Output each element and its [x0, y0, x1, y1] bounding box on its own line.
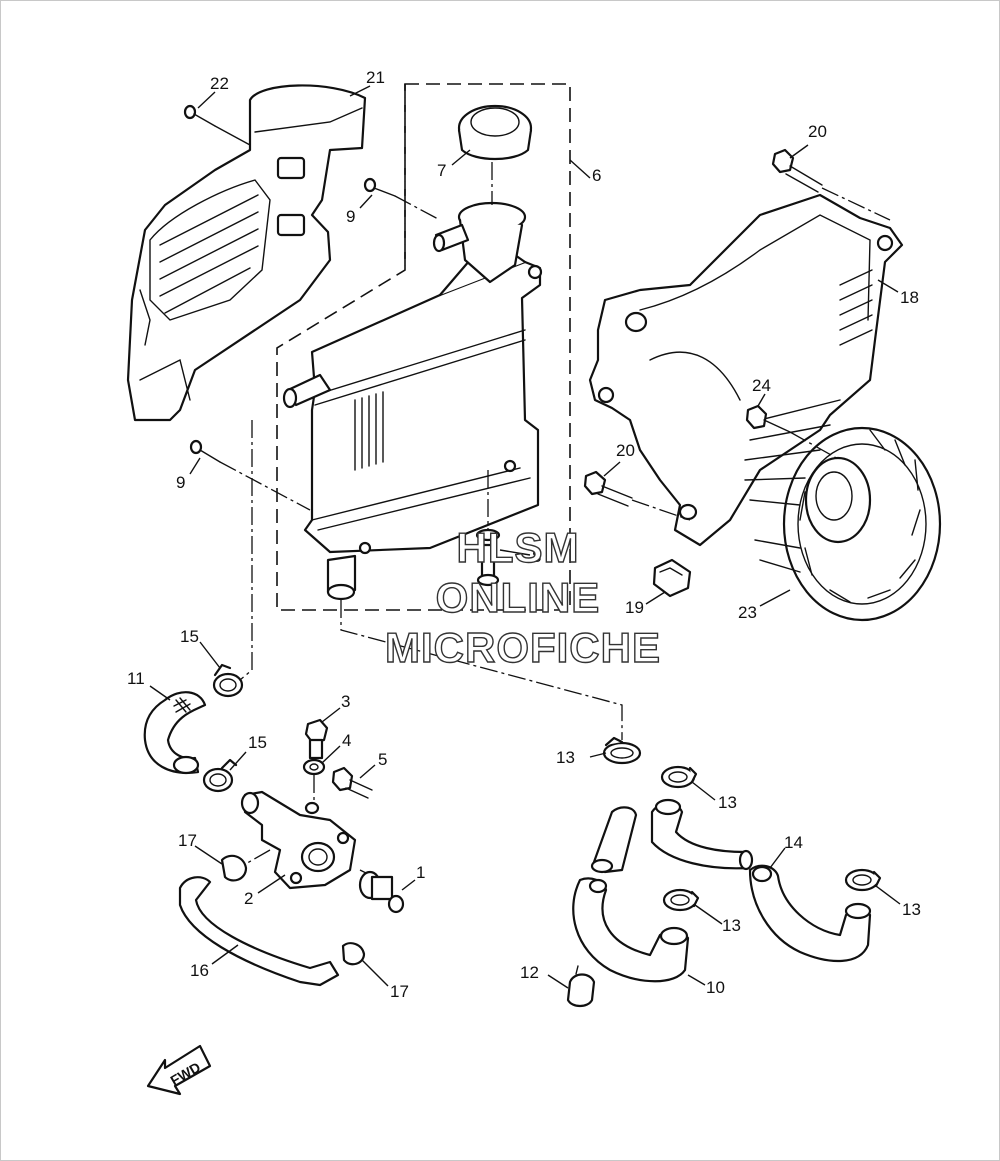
callout-10: 10 [706, 978, 725, 997]
callout-17-lower: 17 [390, 982, 409, 1001]
thermostat-1-part [358, 870, 405, 914]
clip-12-part [566, 965, 596, 1008]
callout-11: 11 [127, 669, 145, 688]
callout-14: 14 [784, 833, 803, 852]
callout-16: 16 [190, 961, 209, 980]
callout-23: 23 [738, 603, 757, 622]
clamp-17-lower-part [341, 942, 366, 966]
clamp-13-a-part [602, 736, 642, 765]
bolt-5-part [331, 766, 373, 799]
callout-5: 5 [378, 750, 387, 769]
radiator-part [282, 201, 543, 601]
callout-20-lower: 20 [616, 441, 635, 460]
callout-6: 6 [592, 166, 601, 185]
callout-21: 21 [366, 68, 385, 87]
radiator-assembly-box [276, 83, 571, 611]
callout-19: 19 [625, 598, 644, 617]
callout-20-upper: 20 [808, 122, 827, 141]
screw-9-lower-part [189, 439, 221, 463]
watermark-line-3: MICROFICHE [385, 624, 661, 671]
screw-22-part [183, 104, 251, 146]
watermark-line-1: HLSM [457, 524, 580, 571]
clamp-13-d-part [844, 868, 882, 892]
air-shroud-part [126, 84, 367, 422]
damper-19-part [652, 558, 692, 598]
watermark: HLSM ONLINE MICROFICHE [384, 523, 661, 671]
leader-lines [149, 85, 901, 989]
cooling-fan-part [744, 399, 942, 622]
clamp-15-upper-part [212, 663, 244, 698]
drain-bolt-part [475, 528, 501, 587]
callout-24: 24 [752, 376, 771, 395]
callout-2: 2 [244, 889, 253, 908]
clamp-17-upper-part [220, 854, 248, 882]
bolt-20-lower-part [583, 470, 633, 507]
callout-18: 18 [900, 288, 919, 307]
callout-13-d: 13 [902, 900, 921, 919]
callout-15-upper: 15 [180, 627, 199, 646]
clamp-13-b-part [660, 765, 698, 789]
callout-13-b: 13 [718, 793, 737, 812]
watermark-line-2: ONLINE [436, 574, 601, 621]
callout-1: 1 [416, 863, 425, 882]
hose-11-part [143, 691, 207, 775]
washer-4-part [302, 758, 326, 776]
clamp-15-lower-part [202, 758, 238, 793]
callout-7: 7 [437, 161, 446, 180]
thermostat-housing-2-part [240, 790, 357, 890]
bolt-3-part [304, 718, 329, 760]
fwd-arrow-icon: FWD [146, 1044, 212, 1096]
callout-13-c: 13 [722, 916, 741, 935]
callout-13-a: 13 [556, 748, 575, 767]
hose-16-part [178, 876, 340, 987]
bolt-20-upper-part [771, 148, 823, 193]
bolt-24-part [745, 404, 791, 433]
hose-14-part [650, 798, 872, 963]
radiator-cap-part [457, 104, 533, 160]
crankcase-cover-part [588, 193, 904, 547]
hose-10-part [572, 806, 690, 983]
callout-12: 12 [520, 963, 539, 982]
callout-4: 4 [342, 731, 351, 750]
screw-9-upper-part [363, 177, 396, 197]
callout-9-lower: 9 [176, 473, 185, 492]
callout-22: 22 [210, 74, 229, 93]
callout-17-upper: 17 [178, 831, 197, 850]
callout-labels: 1 2 3 4 5 6 7 8 9 9 10 11 12 13 13 13 13… [127, 68, 921, 1001]
callout-15-lower: 15 [248, 733, 267, 752]
callout-8: 8 [532, 547, 541, 566]
callout-3: 3 [341, 692, 350, 711]
clamp-13-c-part [662, 888, 700, 912]
callout-9-upper: 9 [346, 207, 355, 226]
